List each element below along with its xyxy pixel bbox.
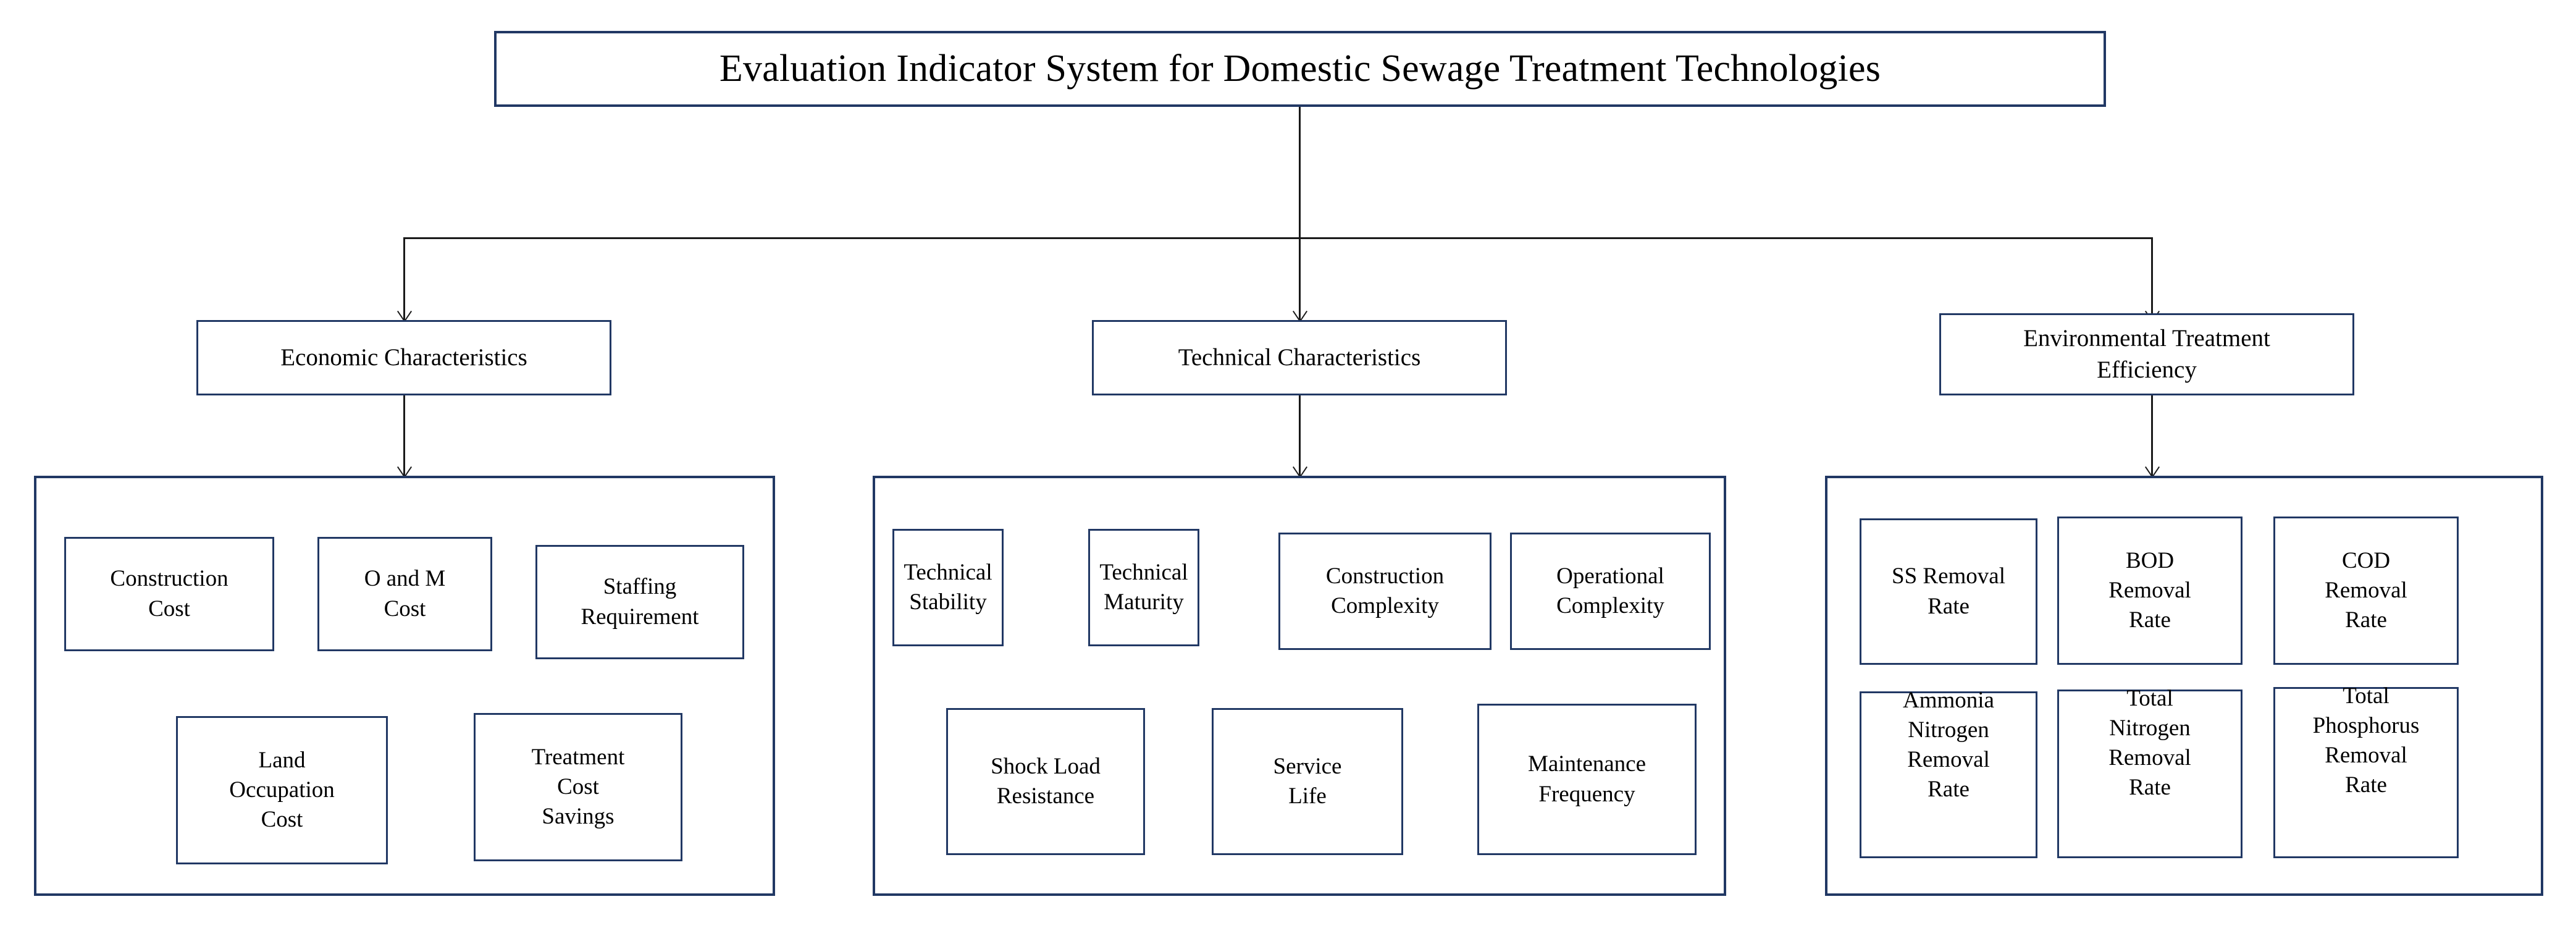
indicator-group-economic: Construction Cost O and M Cost Staffing … bbox=[34, 476, 775, 896]
indicator-box-total-phosphorus-removal-rate[interactable]: Total Phosphorus Removal Rate bbox=[2273, 683, 2459, 858]
arrowhead-icon-technical bbox=[1291, 309, 1307, 320]
indicator-label-land-occupation-cost: Land Occupation Cost bbox=[229, 747, 335, 833]
category-drop-line-environmental bbox=[2151, 395, 2153, 476]
indicator-box-construction-complexity[interactable]: Construction Complexity bbox=[1278, 533, 1491, 650]
indicator-group-technical: Technical Stability Technical Maturity C… bbox=[873, 476, 1726, 896]
indicator-label-service-life: Service Life bbox=[1273, 753, 1342, 809]
indicator-group-environmental: SS Removal Rate BOD Removal Rate COD Rem… bbox=[1825, 476, 2543, 896]
indicator-box-staffing-requirement[interactable]: Staffing Requirement bbox=[535, 545, 744, 659]
category-label-economic: Economic Characteristics bbox=[280, 344, 527, 371]
indicator-label-operational-complexity: Operational Complexity bbox=[1556, 563, 1664, 618]
branch-drop-line-economic bbox=[403, 237, 405, 320]
indicator-box-construction-cost[interactable]: Construction Cost bbox=[64, 537, 274, 651]
indicator-box-cod-removal-rate[interactable]: COD Removal Rate bbox=[2273, 517, 2459, 665]
indicator-label-ammonia-nitrogen-removal-rate: Ammonia Nitrogen Removal Rate bbox=[1903, 688, 1994, 803]
indicator-box-bod-removal-rate[interactable]: BOD Removal Rate bbox=[2057, 517, 2242, 665]
indicator-label-maintenance-frequency: Maintenance Frequency bbox=[1527, 751, 1647, 807]
category-box-environmental[interactable]: Environmental Treatment Efficiency bbox=[1939, 313, 2354, 395]
category-box-technical[interactable]: Technical Characteristics bbox=[1092, 320, 1507, 395]
arrowhead-icon-technical-group bbox=[1291, 465, 1307, 476]
branch-drop-line-technical bbox=[1299, 237, 1301, 320]
branch-drop-line-environmental bbox=[2151, 237, 2153, 320]
arrowhead-icon-environmental-group bbox=[2144, 465, 2160, 476]
indicator-label-staffing-requirement: Staffing Requirement bbox=[581, 574, 699, 630]
arrowhead-icon-economic bbox=[396, 309, 412, 320]
indicator-label-o-and-m-cost: O and M Cost bbox=[364, 566, 446, 622]
indicator-label-technical-stability: Technical Stability bbox=[904, 559, 992, 615]
indicator-box-technical-maturity[interactable]: Technical Maturity bbox=[1088, 529, 1199, 646]
root-trunk-line bbox=[1299, 107, 1301, 238]
indicator-label-cod-removal-rate: COD Removal Rate bbox=[2325, 547, 2407, 633]
indicator-box-shock-load-resistance[interactable]: Shock Load Resistance bbox=[946, 708, 1145, 855]
indicator-box-ss-removal-rate[interactable]: SS Removal Rate bbox=[1860, 518, 2037, 665]
indicator-box-total-nitrogen-removal-rate[interactable]: Total Nitrogen Removal Rate bbox=[2057, 686, 2242, 858]
indicator-box-technical-stability[interactable]: Technical Stability bbox=[892, 529, 1004, 646]
indicator-label-shock-load-resistance: Shock Load Resistance bbox=[991, 753, 1101, 809]
category-label-environmental: Environmental Treatment Efficiency bbox=[2023, 324, 2270, 383]
category-drop-line-technical bbox=[1299, 395, 1301, 476]
arrowhead-icon-economic-group bbox=[396, 465, 412, 476]
indicator-box-treatment-cost-savings[interactable]: Treatment Cost Savings bbox=[474, 713, 682, 861]
category-label-technical: Technical Characteristics bbox=[1178, 344, 1421, 371]
root-node-box[interactable]: Evaluation Indicator System for Domestic… bbox=[494, 31, 2106, 107]
indicator-box-maintenance-frequency[interactable]: Maintenance Frequency bbox=[1477, 704, 1697, 855]
indicator-box-service-life[interactable]: Service Life bbox=[1212, 708, 1403, 855]
category-drop-line-economic bbox=[403, 395, 405, 476]
category-box-economic[interactable]: Economic Characteristics bbox=[196, 320, 611, 395]
indicator-box-land-occupation-cost[interactable]: Land Occupation Cost bbox=[176, 716, 388, 864]
indicator-label-total-phosphorus-removal-rate: Total Phosphorus Removal Rate bbox=[2312, 683, 2420, 798]
root-node-label: Evaluation Indicator System for Domestic… bbox=[719, 47, 1881, 90]
indicator-label-bod-removal-rate: BOD Removal Rate bbox=[2108, 547, 2191, 633]
indicator-label-construction-cost: Construction Cost bbox=[110, 566, 229, 622]
indicator-label-construction-complexity: Construction Complexity bbox=[1325, 563, 1445, 618]
indicator-label-treatment-cost-savings: Treatment Cost Savings bbox=[531, 744, 625, 830]
indicator-box-o-and-m-cost[interactable]: O and M Cost bbox=[317, 537, 492, 651]
indicator-label-total-nitrogen-removal-rate: Total Nitrogen Removal Rate bbox=[2108, 686, 2191, 801]
indicator-box-ammonia-nitrogen-removal-rate[interactable]: Ammonia Nitrogen Removal Rate bbox=[1860, 688, 2037, 858]
indicator-label-technical-maturity: Technical Maturity bbox=[1099, 559, 1188, 615]
indicator-label-ss-removal-rate: SS Removal Rate bbox=[1892, 563, 2005, 619]
indicator-box-operational-complexity[interactable]: Operational Complexity bbox=[1510, 533, 1711, 650]
branch-bus-line bbox=[403, 237, 2153, 239]
